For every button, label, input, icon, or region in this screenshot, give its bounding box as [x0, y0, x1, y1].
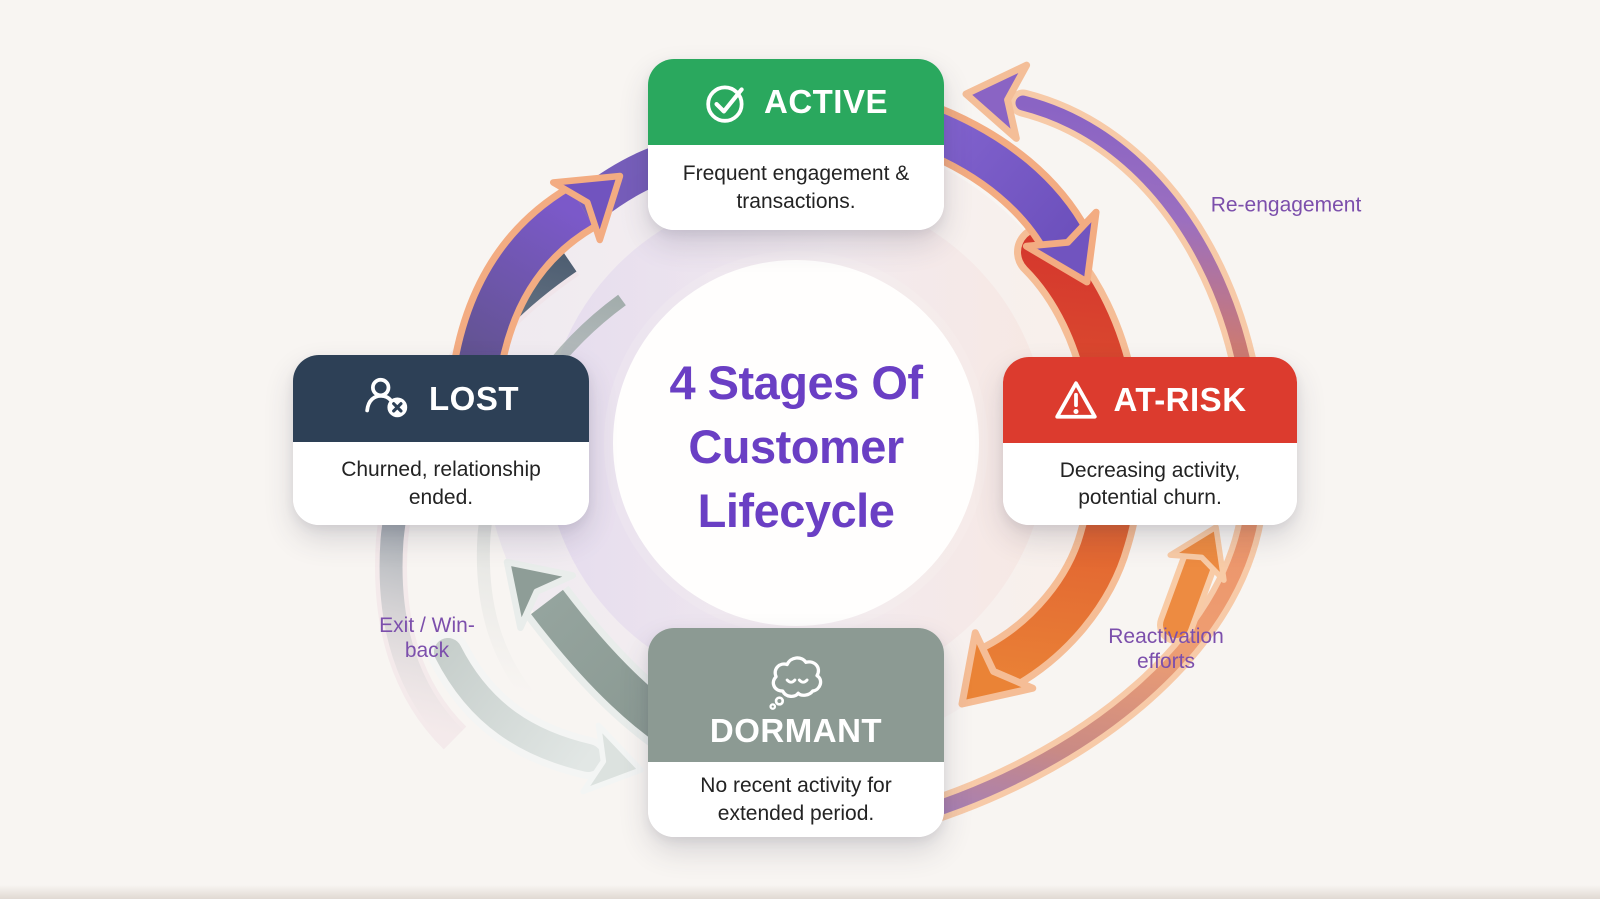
- stage-label: LOST: [429, 379, 519, 417]
- arrow-active-to-atrisk: [920, 104, 1122, 299]
- warning-triangle-icon: [1053, 377, 1099, 423]
- lost-card-header: LOST: [293, 355, 589, 442]
- user-x-icon: [363, 375, 415, 423]
- diagram-title: 4 Stages Of Customer Lifecycle: [669, 356, 923, 537]
- dormant-card-header: DORMANT: [648, 628, 944, 762]
- sleeping-cloud-icon: [765, 650, 827, 710]
- stage-card-at-risk: AT-RISK Decreasing activity, potential c…: [1003, 357, 1297, 525]
- flow-label-re-engagement: Re-engagement: [1210, 193, 1362, 217]
- stage-card-active: ACTIVE Frequent engagement & transaction…: [648, 59, 944, 230]
- arrow-lost-to-dormant: [427, 631, 649, 803]
- stage-description: Frequent engagement & transactions.: [648, 145, 944, 230]
- active-card-header: ACTIVE: [648, 59, 944, 145]
- stage-label: ACTIVE: [763, 83, 888, 120]
- stage-label: AT-RISK: [1113, 381, 1247, 418]
- arrow-reactivation: [1157, 514, 1243, 644]
- stage-description: No recent activity for extended period.: [648, 762, 944, 837]
- flow-label-exit-win-back: Exit / Win-back: [379, 614, 475, 662]
- stage-description: Decreasing activity, potential churn.: [1003, 443, 1297, 525]
- stage-description: Churned, relationship ended.: [293, 442, 589, 525]
- stage-card-lost: LOST Churned, relationship ended.: [293, 355, 589, 525]
- center-circle: [613, 260, 979, 626]
- check-circle-icon: [704, 79, 750, 125]
- stage-card-dormant: DORMANT No recent activity for extended …: [648, 628, 944, 837]
- stage-label: DORMANT: [709, 712, 883, 749]
- flow-label-reactivation-efforts: Reactivation efforts: [1108, 625, 1224, 673]
- at-risk-card-header: AT-RISK: [1003, 357, 1297, 443]
